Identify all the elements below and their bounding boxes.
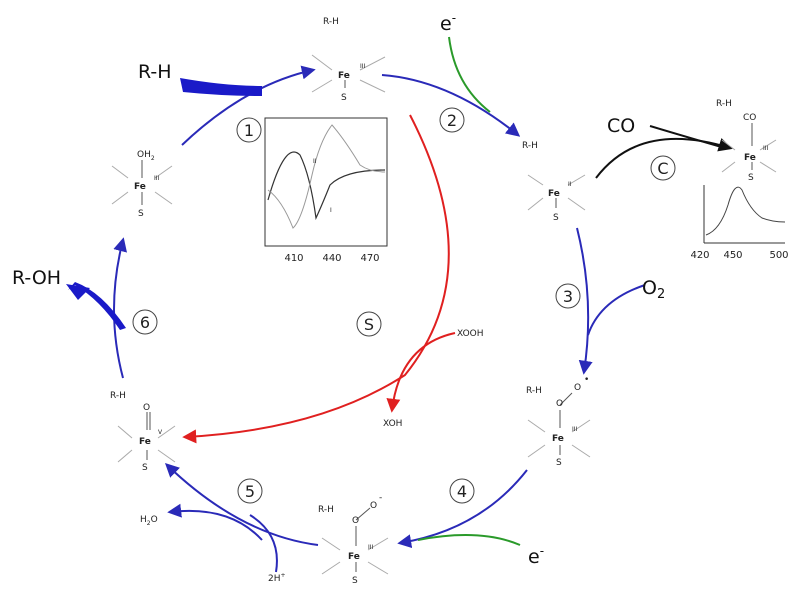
fe-ox-top: III (360, 63, 366, 70)
arrow-3 (576, 227, 593, 375)
s-label-ul: S (138, 209, 144, 219)
complex-upper-right: R-H Fe II S (522, 141, 586, 223)
co-tick-450: 450 (723, 250, 742, 261)
step-4-label: 4 (457, 482, 467, 501)
inset-tick-440: 440 (322, 253, 341, 264)
xooh-label: XOOH (457, 329, 484, 339)
complex-co: R-H CO Fe III S (716, 99, 777, 183)
s-label-left: S (142, 463, 148, 473)
s-label-top: S (341, 93, 347, 103)
co-tick-420: 420 (690, 250, 709, 261)
complex-upper-left: OH2 Fe III S (111, 150, 173, 219)
curve-ii (267, 124, 386, 229)
arrow-rh-in (180, 78, 262, 96)
rh-substrate-label: R-H (138, 61, 172, 83)
fe-label-co: Fe (744, 153, 756, 163)
roh-product-label: R-OH (12, 267, 61, 289)
complex-top: R-H Fe III S (311, 17, 386, 103)
co-small-label: CO (743, 113, 756, 123)
fe-ox-bottom: III (368, 544, 374, 551)
rh-label-co: R-H (716, 99, 732, 109)
xoh-label: XOH (383, 419, 402, 429)
inset-tick-470: 470 (360, 253, 379, 264)
fe-label-right: Fe (552, 434, 564, 444)
electron-top-label: e- (440, 11, 456, 35)
s-label-ur: S (553, 213, 559, 223)
oh2-label: OH2 (137, 150, 155, 162)
shunt-pathway (182, 114, 456, 444)
o-label-bottom-1: O (352, 516, 359, 526)
o-label-bottom-2: O (370, 501, 377, 511)
co-label: CO (607, 115, 635, 137)
co-incoming-arrow (649, 125, 726, 149)
arrow-e-top (448, 36, 491, 113)
inset-tick-410: 410 (284, 253, 303, 264)
step-c-label: C (657, 159, 668, 178)
arrow-2 (381, 74, 521, 137)
xooh-arrow (386, 332, 456, 413)
step-markers: 1 2 3 4 5 6 C S (132, 107, 676, 504)
o-label-left: O (143, 403, 150, 413)
o-label-right-2: O (574, 383, 581, 393)
complex-left: R-H O Fe V S (110, 391, 176, 473)
rh-label-left: R-H (110, 391, 126, 401)
s-label-right: S (556, 458, 562, 468)
co-tick-500: 500 (769, 250, 788, 261)
rh-label-top: R-H (323, 17, 339, 27)
arrow-h2o-out (167, 503, 263, 541)
step-2-label: 2 (447, 111, 457, 130)
arrow-roh-head (66, 284, 90, 300)
step-5-label: 5 (245, 482, 255, 501)
step-6-label: 6 (140, 313, 150, 332)
fe-ox-ul: III (154, 175, 160, 182)
two-h-plus-label: 2H+ (268, 572, 286, 584)
curve-i-label: I (330, 207, 332, 214)
fe-ox-ur: II (568, 181, 572, 188)
o-minus-bottom: - (379, 493, 382, 503)
co-spectrum: 420 450 500 (690, 185, 789, 261)
fe-label-left: Fe (139, 437, 151, 447)
shunt-arrow (182, 114, 450, 444)
fe-ox-right: III (572, 426, 578, 433)
co-peak-curve (705, 186, 786, 236)
complex-right: R-H O O • Fe III S (526, 375, 591, 468)
rh-label-bottom: R-H (318, 505, 334, 515)
s-label-bottom: S (352, 576, 358, 586)
step-1-label: 1 (244, 121, 254, 140)
fe-label-bottom: Fe (348, 552, 360, 562)
fe-label-top: Fe (338, 71, 350, 81)
rh-label-ur: R-H (522, 141, 538, 151)
cycle-arrows (66, 36, 646, 573)
radical-dot: • (584, 375, 589, 385)
o-label-right-1: O (556, 399, 563, 409)
fe-label-ul: Fe (134, 182, 146, 192)
arrow-o2-in (587, 284, 646, 336)
electron-bottom-label: e- (528, 544, 544, 568)
arrow-roh-out (68, 282, 126, 330)
rh-label-right: R-H (526, 386, 542, 396)
arrow-5 (164, 463, 319, 546)
h2o-label: H2O (140, 515, 158, 527)
step-s-label: S (364, 315, 374, 334)
inset-frame (264, 117, 388, 247)
fe-ox-left: V (158, 429, 163, 436)
step-3-label: 3 (563, 287, 573, 306)
arrow-2h-in (249, 514, 278, 573)
s-label-co: S (748, 173, 754, 183)
curve-i (267, 151, 386, 221)
complex-bottom: R-H O O - Fe III S (318, 493, 389, 586)
o2-label: O2 (642, 277, 665, 302)
arrow-1-to-top (181, 65, 316, 146)
arrow-e-bottom (417, 534, 521, 546)
fe-ox-co: III (763, 145, 769, 152)
arrow-6 (113, 237, 127, 379)
curve-ii-label: II (313, 158, 317, 165)
fe-label-ur: Fe (548, 189, 560, 199)
inset-spectrum: II I 410 440 470 (264, 117, 388, 264)
